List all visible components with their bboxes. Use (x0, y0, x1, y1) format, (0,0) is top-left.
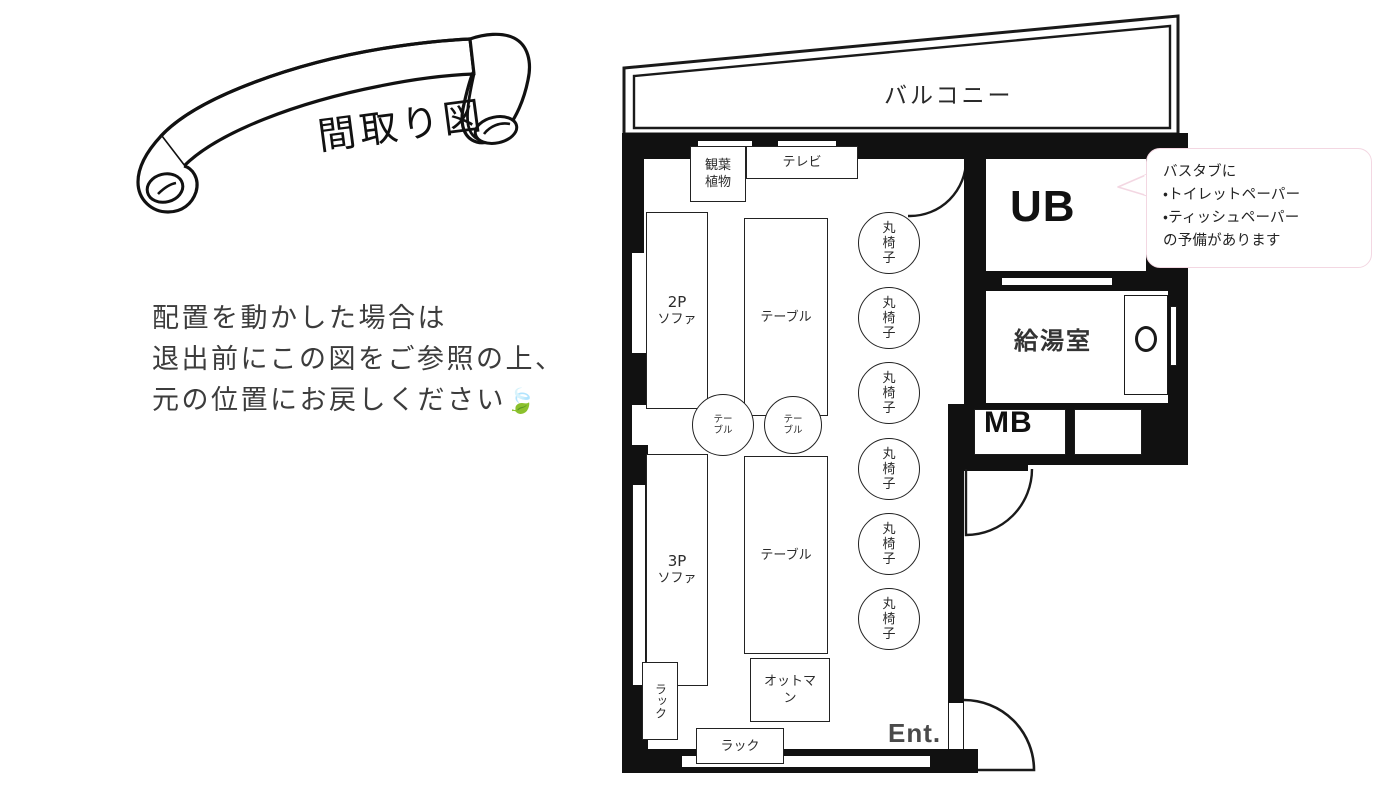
ub-door-sill (1002, 285, 1112, 291)
title-banner: 間取り図 (118, 18, 538, 233)
houseplant-label-1: 観葉 (704, 158, 731, 173)
stool-5-label-3: 子 (882, 551, 896, 567)
furniture-sofa-2p[interactable]: 2P ソファ (646, 212, 708, 409)
wall-hall-divider (948, 404, 964, 749)
stool-6-label-3: 子 (882, 626, 896, 642)
stool-2-label-3: 子 (882, 325, 896, 341)
furniture-rack-vertical[interactable]: ラック (642, 662, 678, 740)
wall-bottom-window-head (682, 749, 930, 756)
callout-line-4: の予備があります (1163, 233, 1281, 249)
mb-box-secondary (1074, 409, 1142, 455)
stool-1-label-1: 丸 (882, 220, 896, 236)
rack-vertical-label: ラック (653, 683, 668, 719)
furniture-table-upper[interactable]: テーブル (744, 218, 828, 416)
stool-4-label-2: 椅 (882, 461, 896, 477)
balcony-door-swing (908, 156, 968, 218)
instruction-line-2: 退出前にこの図をご参照の上、 (152, 344, 565, 375)
ottoman-label-1: オットマ (763, 674, 816, 689)
wall-left-upper (622, 133, 644, 253)
wall-ub-left (964, 133, 986, 291)
wall-top-window-head-2 (778, 133, 836, 141)
window-kitchen (1170, 306, 1177, 366)
round-table-right-label-1: テー (783, 414, 803, 425)
wall-ub-top (964, 133, 1168, 159)
stool-1-label-2: 椅 (882, 235, 896, 251)
callout-tail-icon (1116, 172, 1150, 198)
instruction-line-1: 配置を動かした場合は (152, 303, 447, 334)
wall-kitchen-left (964, 291, 986, 403)
ub-label: UB (1010, 182, 1076, 231)
balcony-outline (622, 14, 1180, 136)
callout-line-3: ・ティッシュペーパー (1163, 210, 1300, 226)
round-table-right-label-2: ブル (783, 425, 803, 436)
furniture-table-lower[interactable]: テーブル (744, 456, 828, 654)
wall-left-window-outer (622, 485, 632, 685)
stool-5-label-2: 椅 (882, 536, 896, 552)
wall-hall-right-upper (1168, 403, 1188, 443)
sofa-2p-label-1: 2P (667, 292, 687, 311)
furniture-round-table-right[interactable]: テー ブル (764, 396, 822, 454)
mb-label: MB (984, 406, 1033, 439)
furniture-stool-5[interactable]: 丸 椅 子 (858, 513, 920, 575)
houseplant-label-2: 植物 (704, 175, 731, 190)
sofa-2p-label-2: ソファ (657, 311, 697, 327)
stool-3-label-3: 子 (882, 400, 896, 416)
stool-4-label-1: 丸 (882, 446, 896, 462)
stool-6-label-2: 椅 (882, 611, 896, 627)
furniture-stool-1[interactable]: 丸 椅 子 (858, 212, 920, 274)
furniture-ottoman[interactable]: オットマ ン (750, 658, 830, 722)
entrance-door-jamb-top (948, 695, 964, 703)
round-table-left-label-1: テー (713, 414, 733, 425)
instruction-line-3: 元の位置にお戻しください (152, 385, 506, 416)
kitchen-sink-basin (1135, 326, 1157, 352)
stool-5-label-1: 丸 (882, 521, 896, 537)
furniture-rack-horizontal[interactable]: ラック (696, 728, 784, 764)
round-table-left-label-2: ブル (713, 425, 733, 436)
wall-left-thin-upper (622, 253, 632, 353)
stool-2-label-2: 椅 (882, 310, 896, 326)
stool-3-label-1: 丸 (882, 370, 896, 386)
entrance-label: Ent. (888, 718, 942, 748)
kitchenette-label: 給湯室 (1014, 327, 1092, 355)
bathtub-supplies-callout: バスタブに ・トイレットペーパー ・ティッシュペーパー の予備があります (1146, 148, 1372, 268)
ub-door-head (1002, 271, 1112, 278)
furniture-stool-6[interactable]: 丸 椅 子 (858, 588, 920, 650)
furniture-round-table-left[interactable]: テー ブル (692, 394, 754, 456)
sofa-3p-label-1: 3P (667, 552, 687, 570)
leaf-icon: 🍃 (506, 387, 536, 415)
instruction-line-3-wrap: 元の位置にお戻しください🍃 (152, 380, 564, 422)
balcony-label: バルコニー (884, 83, 1014, 109)
stool-6-label-1: 丸 (882, 596, 896, 612)
furniture-stool-3[interactable]: 丸 椅 子 (858, 362, 920, 424)
furniture-stool-2[interactable]: 丸 椅 子 (858, 287, 920, 349)
stool-3-label-2: 椅 (882, 385, 896, 401)
stool-1-label-3: 子 (882, 250, 896, 266)
floor-plan-drawing: バルコニー (612, 14, 1192, 780)
wall-ub-bottom-left (964, 271, 1002, 291)
furniture-television[interactable]: テレビ (746, 146, 858, 179)
instruction-note: 配置を動かした場合は 退出前にこの図をご参照の上、 元の位置にお戻しください🍃 (152, 298, 564, 422)
wall-top-window-head-1 (698, 133, 752, 141)
entrance-door-swing (963, 698, 1036, 772)
callout-line-1: バスタブに (1163, 164, 1237, 180)
furniture-stool-4[interactable]: 丸 椅 子 (858, 438, 920, 500)
wall-bottom-window-sill (682, 767, 930, 773)
stool-4-label-3: 子 (882, 476, 896, 492)
ottoman-label-2: ン (783, 691, 797, 706)
wall-left-pier-upper (622, 445, 648, 485)
wall-left-thin-mid (622, 405, 632, 445)
stool-2-label-1: 丸 (882, 295, 896, 311)
mb-door-swing (964, 469, 1034, 537)
mb-box (974, 409, 1066, 455)
window-left (632, 485, 646, 685)
wall-bottom-left (622, 749, 682, 773)
wall-ub-bottom-right (1112, 271, 1168, 291)
callout-line-2: ・トイレットペーパー (1163, 187, 1301, 203)
mb-door-head (964, 465, 1028, 471)
furniture-houseplant[interactable]: 観葉 植物 (690, 146, 746, 202)
furniture-sofa-3p[interactable]: 3P ソファ (646, 454, 708, 686)
sofa-3p-label-2: ソファ (657, 571, 697, 586)
wall-entrance-bottom (948, 749, 978, 773)
